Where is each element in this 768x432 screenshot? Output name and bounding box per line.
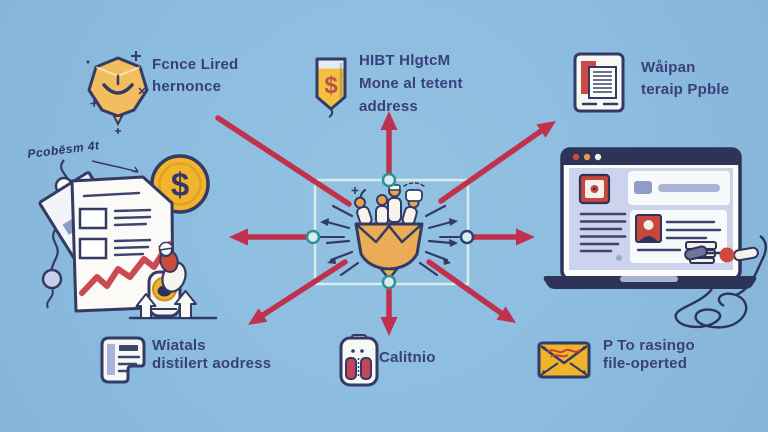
label-line: file-operted [603, 354, 688, 372]
label-line: distilert aodress [152, 354, 272, 372]
gem-badge-icon [86, 51, 149, 134]
red-app-icon [578, 173, 611, 205]
arrow-down [380, 283, 398, 336]
arrow-up [380, 111, 398, 183]
label-line: Fcnce Lired [152, 56, 239, 73]
laptop-illustration [543, 147, 768, 329]
mouse-ball [719, 247, 735, 263]
label-line: Calitnio [379, 349, 436, 366]
arrow-up-left [215, 115, 352, 207]
arrow-right [469, 228, 535, 246]
text-block [579, 212, 627, 253]
svg-text:$: $ [324, 72, 338, 99]
paper-lines [82, 191, 152, 257]
label-line: Mone al tetent [359, 75, 463, 92]
label-line: Wiatals [152, 337, 206, 354]
label-line: P To rasingo [603, 337, 695, 354]
svg-text:Pcobēsm 4t: Pcobēsm 4t [27, 138, 101, 161]
sync-nodes [305, 172, 475, 290]
pennant-icon: $ [315, 57, 347, 118]
label-top-right: Wåipan teraip Ppble [641, 57, 729, 101]
label-line: teraip Ppble [641, 81, 730, 98]
label-line: address [359, 98, 418, 115]
mail-icon [537, 341, 591, 379]
svg-text:$: $ [171, 166, 189, 203]
laptop-base [543, 276, 757, 289]
arrow-down-right [426, 259, 516, 323]
label-line: hernonce [152, 78, 222, 95]
label-top-left: Fcnce Lired hernonce [152, 54, 238, 98]
browser-titlebar [562, 149, 740, 165]
hub-rays [319, 182, 460, 277]
up-arrow-icon [174, 290, 197, 319]
label-top-center: HIBT HlgtcM Mone al tetent address [359, 49, 463, 118]
hub-envelope-icon [319, 182, 460, 281]
robot-icon [339, 334, 379, 387]
sparkles [86, 51, 146, 107]
up-arrow-icon [135, 293, 157, 319]
label-line: HIBT HlgtcM [359, 52, 451, 69]
sparkle-icon [351, 187, 359, 194]
note-icon [100, 336, 146, 384]
document-chart-illustration: Pcobēsm 4t $ [27, 138, 218, 320]
hub-figures [353, 184, 420, 227]
paper-checkboxes [78, 207, 108, 260]
handwriting-scribble: Pcobēsm 4t [27, 138, 139, 173]
profile-card [630, 210, 727, 264]
arrow-left [229, 228, 311, 246]
label-bottom-right: P To rasingo file-operted [603, 337, 695, 372]
label-bottom-left: Wiatals distilert aodress [152, 337, 271, 372]
speech-bubble-icon [405, 189, 423, 202]
label-bottom-center: Calitnio [379, 349, 436, 367]
hub-ray-heads [320, 218, 458, 265]
cable-plug [684, 245, 708, 261]
arrow-down-left [248, 259, 348, 325]
climber-figure [128, 241, 218, 320]
searchbar-card [628, 171, 730, 205]
arrow-up-right [438, 121, 556, 204]
printer-icon [573, 52, 625, 113]
label-line: Wåipan [641, 59, 696, 76]
radiating-arrows [215, 111, 556, 336]
